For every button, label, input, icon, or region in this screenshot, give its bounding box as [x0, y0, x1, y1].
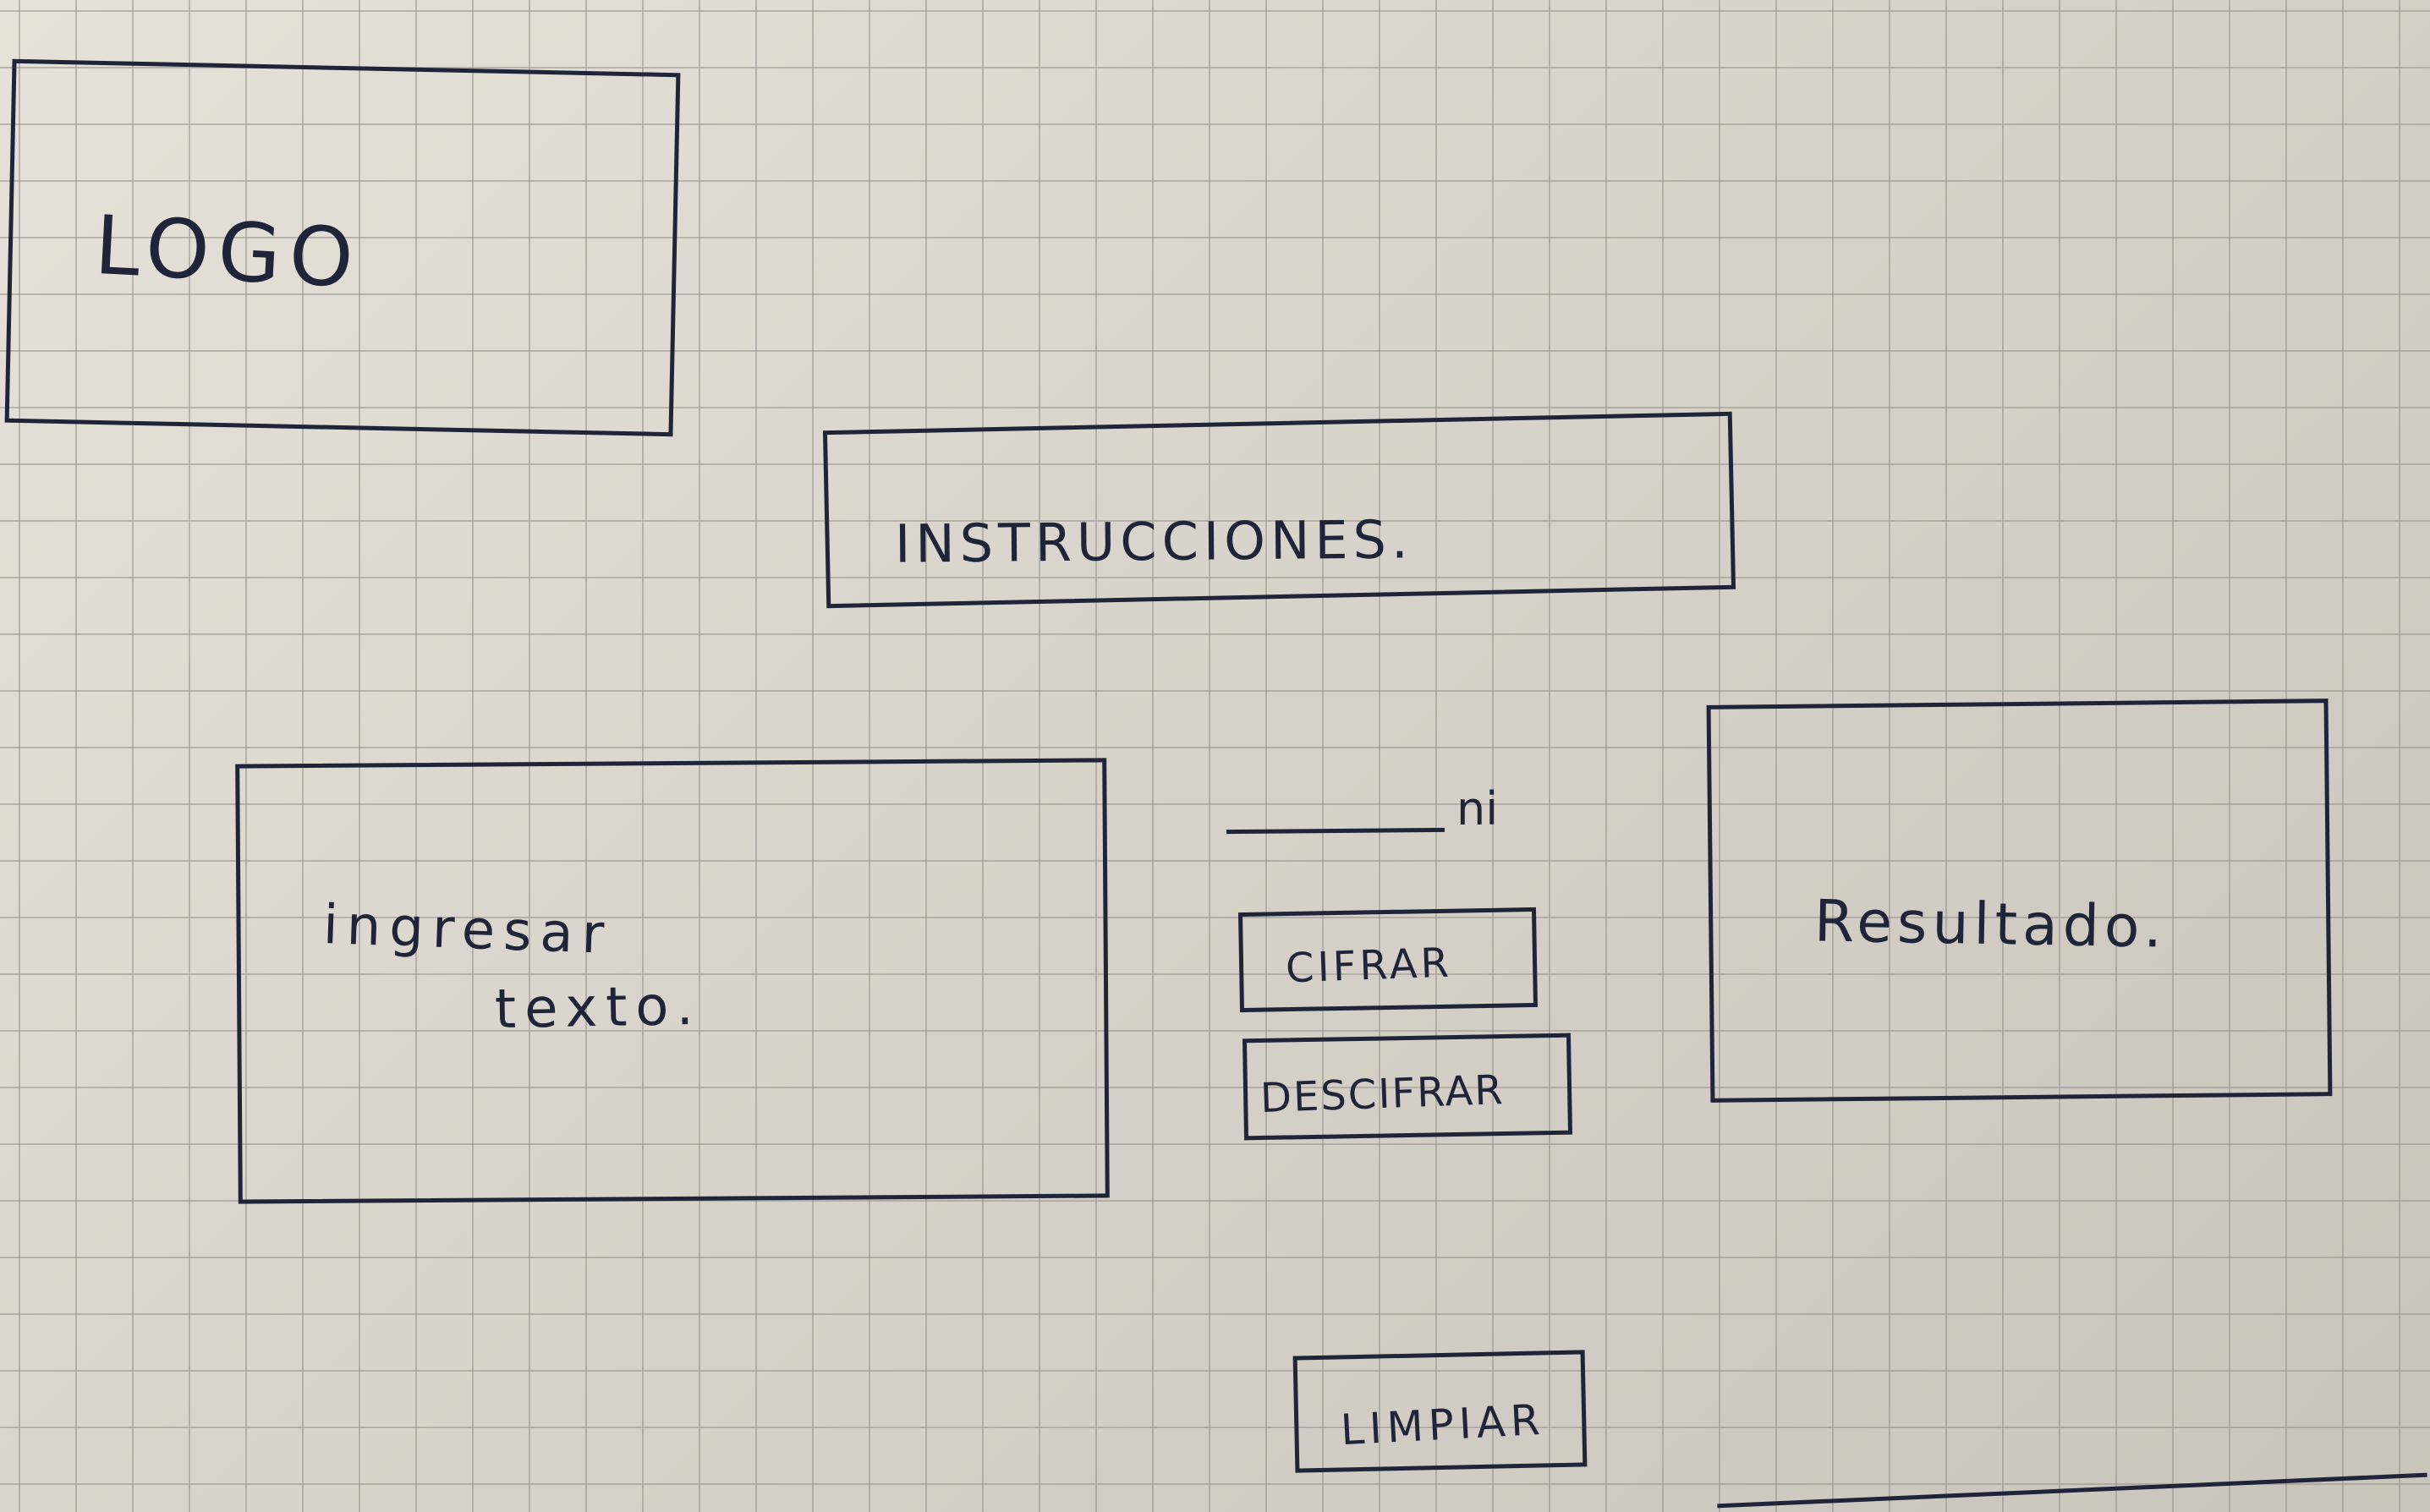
- key-input-line[interactable]: [1226, 827, 1445, 835]
- clear-button-label: LIMPIAR: [1339, 1394, 1546, 1455]
- instructions-text: INSTRUCCIONES.: [894, 508, 1413, 575]
- input-placeholder-line1: ingresar: [321, 894, 614, 967]
- decrypt-button-label: DESCIFRAR: [1259, 1066, 1506, 1123]
- input-placeholder-line2: texto.: [494, 974, 703, 1042]
- key-field-suffix: ni: [1456, 782, 1499, 835]
- logo-text: LOGO: [92, 197, 365, 307]
- encrypt-button-label: CIFRAR: [1285, 939, 1453, 993]
- stray-line: [1717, 1472, 2427, 1509]
- result-text: Resultado.: [1813, 888, 2168, 961]
